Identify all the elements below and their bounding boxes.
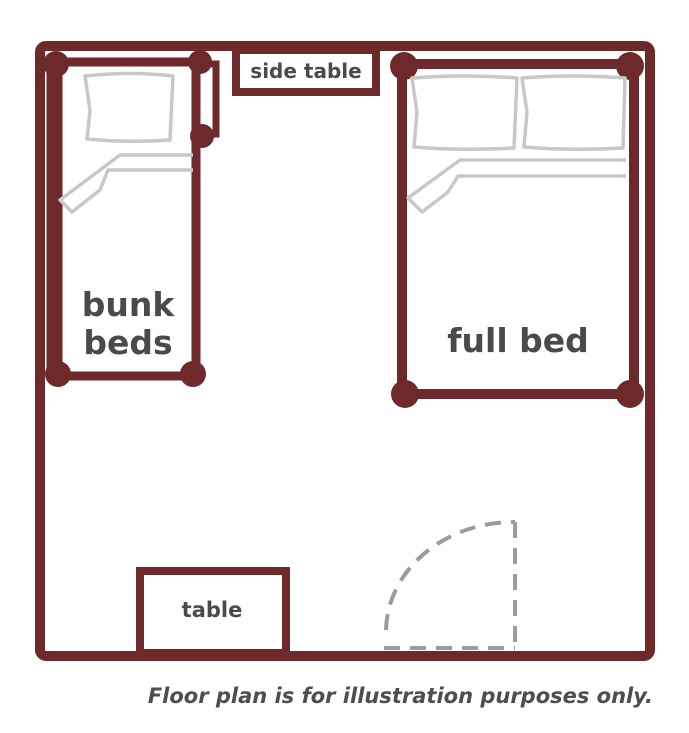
bunk-post-ladder (190, 124, 214, 148)
bunk-blanket (58, 153, 193, 214)
bunk-beds-label-line1: bunk (82, 285, 176, 324)
door-arc (384, 519, 516, 631)
bunk-bed-frame (53, 57, 201, 381)
full-bed-frame (397, 59, 639, 399)
bunk-post-top-right (188, 50, 212, 74)
bunk-beds: bunk beds (43, 50, 220, 387)
full-bed-pillow-left (410, 74, 519, 152)
bunk-post-top-left (43, 51, 69, 77)
side-table-outline (232, 46, 380, 96)
disclaimer-caption: Floor plan is for illustration purposes … (147, 684, 653, 708)
bunk-post-bottom-left (45, 361, 71, 387)
bunk-pillow (83, 71, 175, 144)
side-table-label: side table (250, 59, 361, 83)
table-outline (136, 567, 290, 657)
full-bed-post-bottom-left (391, 380, 419, 408)
table-label: table (182, 598, 243, 622)
bunk-beds-label-line2: beds (83, 323, 172, 362)
full-bed-post-top-right (616, 52, 644, 80)
full-bed-pillow-right (520, 74, 627, 152)
side-table: side table (232, 46, 380, 96)
full-bed-label: full bed (447, 321, 589, 360)
bunk-post-bottom-right (180, 361, 206, 387)
table: table (136, 567, 290, 657)
full-bed-post-bottom-right (616, 380, 644, 408)
full-bed-post-top-left (390, 52, 418, 80)
full-bed: full bed (390, 52, 644, 408)
bunk-bed-ladder (192, 60, 220, 138)
door-swing (384, 519, 517, 650)
full-bed-blanket (406, 158, 626, 214)
